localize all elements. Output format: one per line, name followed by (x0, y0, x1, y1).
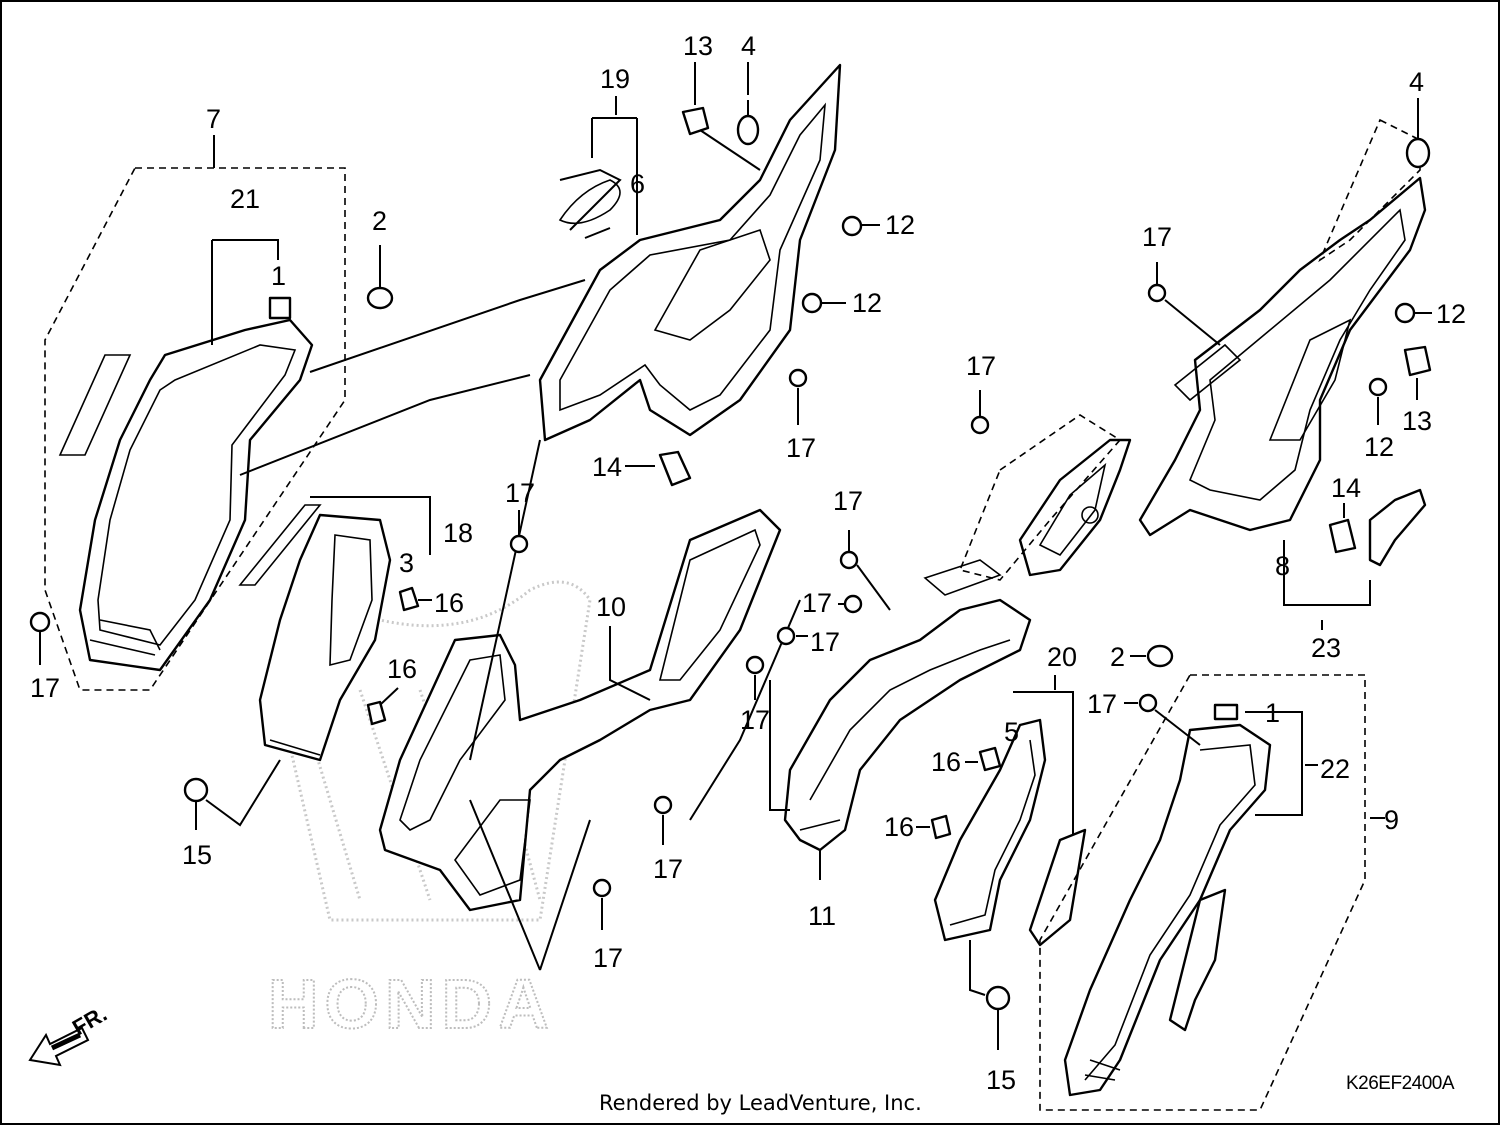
callout-20: 20 (1047, 642, 1077, 672)
part-17-screw-f (592, 878, 612, 930)
callout-5: 5 (1004, 717, 1019, 747)
part-12-clip-d (1368, 377, 1388, 425)
callout-13: 13 (1402, 406, 1432, 436)
callout-8: 8 (1275, 551, 1290, 581)
callout-21: 21 (230, 184, 260, 214)
callout-15: 15 (986, 1065, 1016, 1095)
part-8-upper-right-cover (1138, 118, 1427, 606)
part-12-clip-b (801, 292, 846, 314)
part-11-bracket (769, 559, 1032, 880)
callout-12: 12 (885, 210, 915, 240)
callout-17: 17 (1142, 222, 1172, 252)
rendered-by-footer: Rendered by LeadVenture, Inc. (599, 1091, 922, 1115)
callout-13: 13 (683, 31, 713, 61)
callout-12: 12 (852, 288, 882, 318)
callout-labels: 7 21 1 2 17 19 6 13 4 12 12 17 14 18 3 1… (30, 31, 1466, 1095)
leader-line (309, 279, 586, 373)
callout-17: 17 (810, 627, 840, 657)
callout-18: 18 (443, 518, 473, 548)
callout-16: 16 (387, 654, 417, 684)
callout-19: 19 (600, 64, 630, 94)
callout-1: 1 (271, 261, 286, 291)
callout-9: 9 (1384, 805, 1399, 835)
callout-22: 22 (1320, 754, 1350, 784)
watermark-text: HONDA (268, 965, 555, 1043)
part-17-screw-j (970, 390, 990, 435)
callout-17: 17 (740, 705, 770, 735)
diagram-reference-code: K26EF2400A (1346, 1073, 1455, 1094)
callout-16: 16 (434, 588, 464, 618)
callout-12: 12 (1436, 299, 1466, 329)
callout-3: 3 (399, 548, 414, 578)
callout-17: 17 (802, 588, 832, 618)
part-13-bolt-right (1403, 345, 1432, 400)
callout-14: 14 (1331, 473, 1361, 503)
part-15-bolt-left (183, 759, 281, 830)
part-17-screw-b (788, 368, 808, 425)
part-16-clip-b (366, 687, 399, 726)
part-small-upper-cover (958, 414, 1132, 581)
part-16-clip-d (916, 814, 952, 840)
callout-6: 6 (630, 169, 645, 199)
callout-10: 10 (596, 592, 626, 622)
part-4-grommet-top (736, 100, 760, 146)
part-10-lower-frame (378, 439, 801, 971)
part-17-screw-h (838, 594, 863, 614)
callout-17: 17 (966, 351, 996, 381)
callout-1: 1 (1265, 698, 1280, 728)
part-7-side-cover (44, 167, 346, 691)
callout-2: 2 (372, 206, 387, 236)
part-17-screw-c (509, 510, 529, 554)
callout-12: 12 (1364, 432, 1394, 462)
callout-17: 17 (833, 486, 863, 516)
part-17-screw-d (776, 626, 808, 646)
callout-15: 15 (182, 840, 212, 870)
callout-17: 17 (505, 478, 535, 508)
callout-17: 17 (593, 943, 623, 973)
callout-11: 11 (808, 901, 836, 931)
callout-4: 4 (1409, 67, 1424, 97)
part-16-clip-a (398, 586, 432, 612)
callout-17: 17 (786, 433, 816, 463)
part-12-clip-a (841, 215, 880, 237)
part-14-bolt-b (1328, 503, 1357, 554)
front-direction-arrow: FR. (28, 1001, 111, 1067)
callout-16: 16 (931, 747, 961, 777)
part-2-grommet-right (1130, 644, 1174, 668)
callout-17: 17 (653, 854, 683, 884)
part-13-bolt-top (681, 106, 761, 171)
part-9-large-cover (1039, 674, 1385, 1111)
callout-17: 17 (30, 673, 60, 703)
part-17-screw-left (29, 611, 51, 665)
part-6-upper-panel (538, 63, 842, 442)
part-5-lower-cover (933, 691, 1087, 947)
leader-line (239, 374, 531, 476)
callout-2: 2 (1110, 642, 1125, 672)
part-17-screw-k (1124, 693, 1201, 746)
callout-16: 16 (884, 812, 914, 842)
callout-14: 14 (592, 452, 622, 482)
callout-23: 23 (1311, 633, 1341, 663)
part-3-inner-panel (238, 496, 431, 762)
part-17-screw-g (839, 530, 891, 611)
part-16-clip-c (965, 746, 1002, 772)
callout-4: 4 (741, 31, 756, 61)
part-14-bolt-a (625, 450, 692, 487)
callout-brackets (211, 62, 1419, 701)
part-17-screw-l (1147, 262, 1221, 346)
part-17-screw-i (745, 655, 765, 700)
front-direction-label: FR. (68, 1001, 111, 1040)
callout-7: 7 (206, 104, 221, 134)
part-17-screw-e (653, 795, 673, 845)
callout-17: 17 (1087, 689, 1117, 719)
part-12-clip-c (1394, 302, 1432, 324)
part-2-grommet-left (366, 245, 394, 310)
part-15-bolt-right (969, 940, 1011, 1050)
